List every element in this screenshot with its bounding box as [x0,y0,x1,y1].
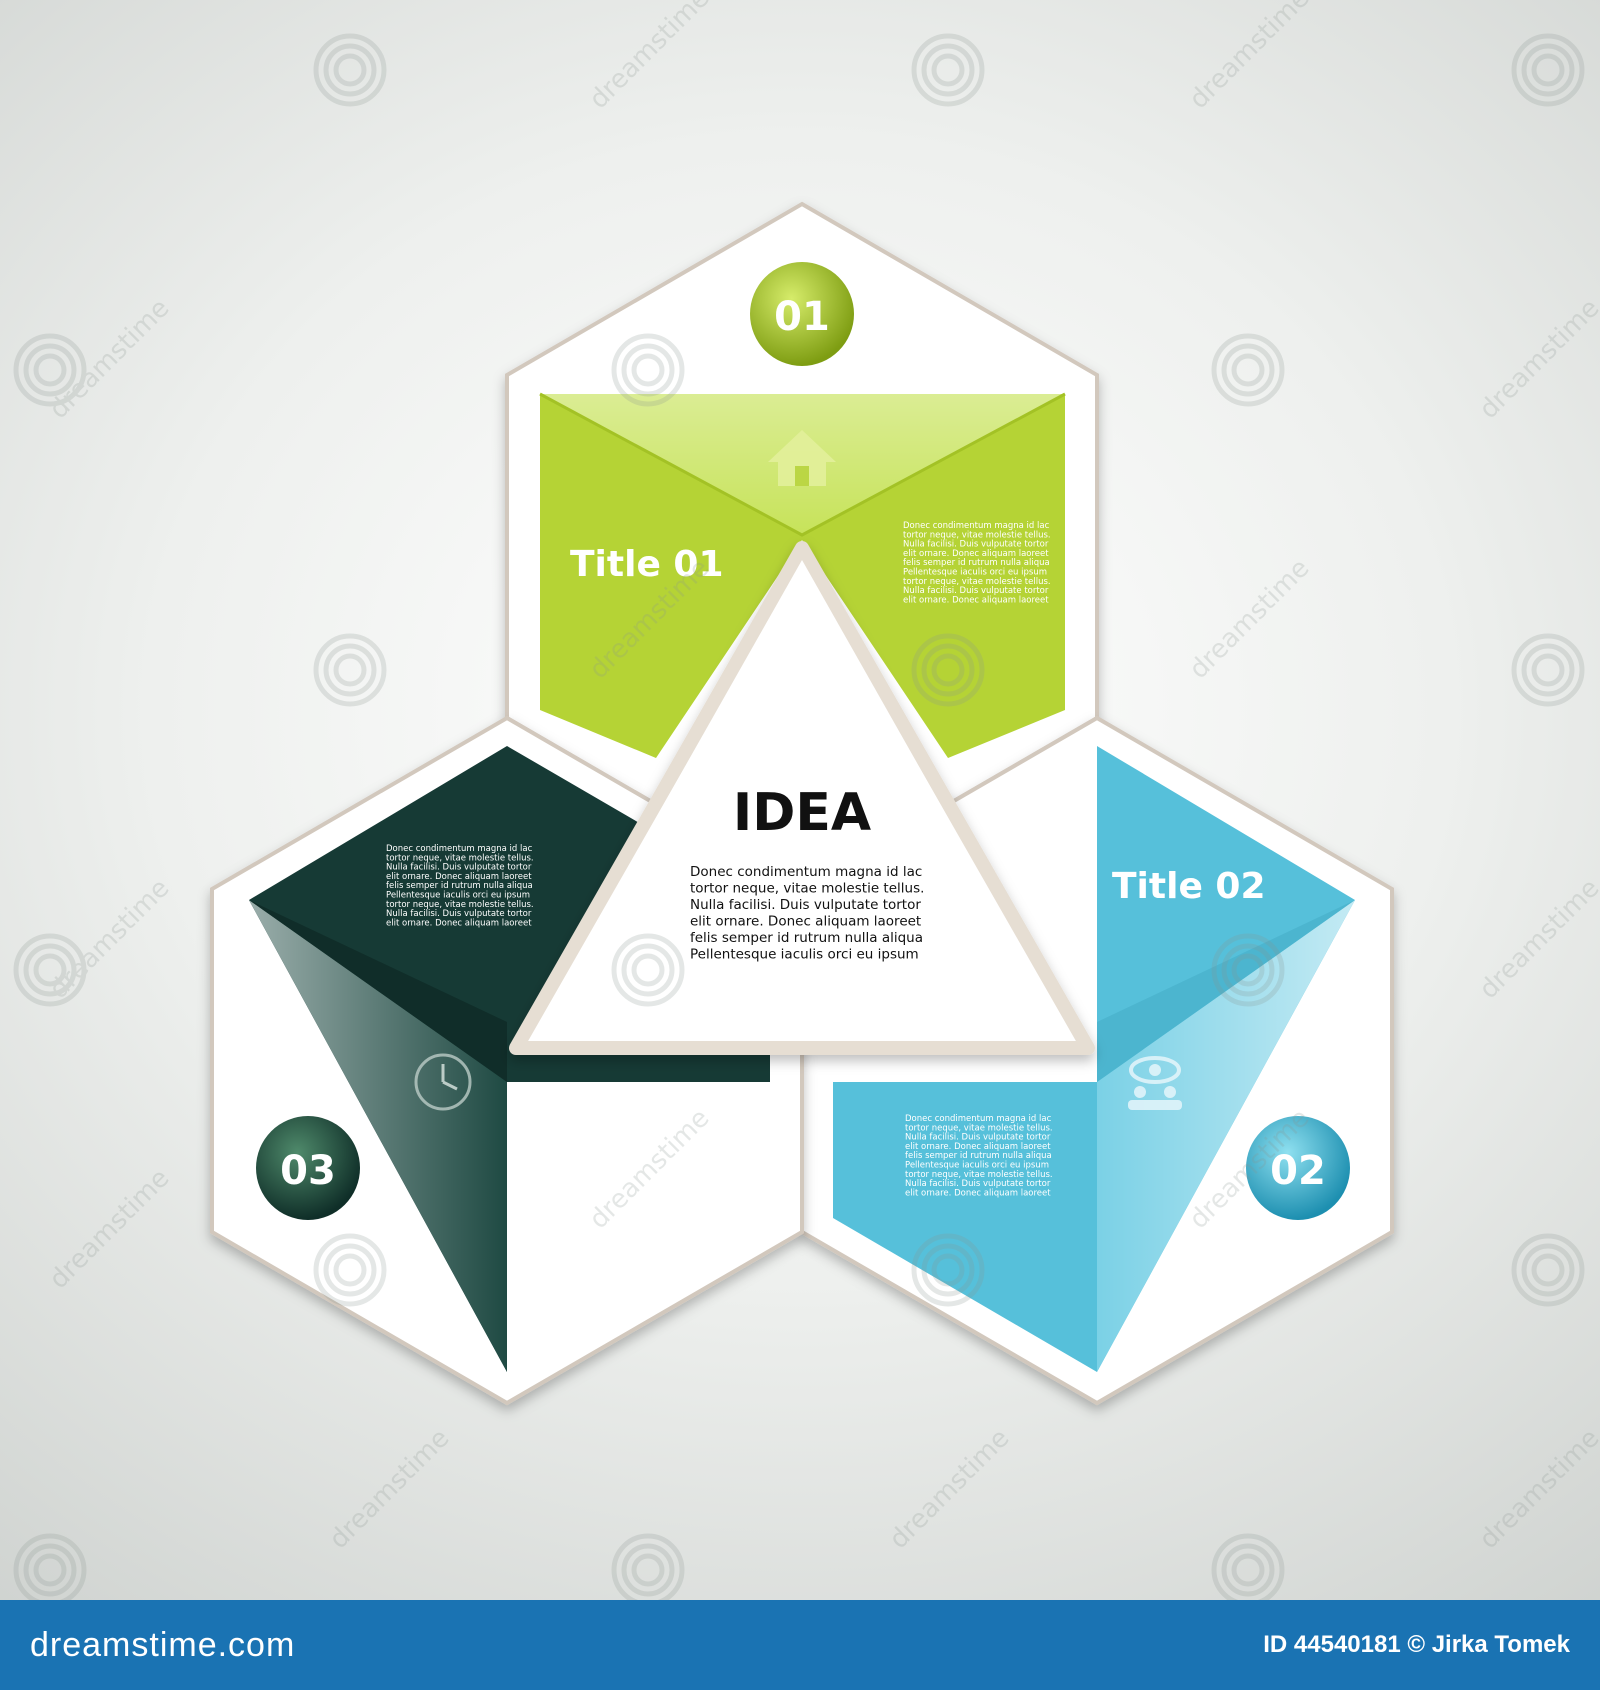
center-body-line: tortor neque, vitae molestie tellus. [690,881,924,897]
watermark-spiral-icon [1511,1233,1585,1307]
step-02-body-line: felis semper id rutrum nulla aliqua [905,1151,1052,1161]
watermark-spiral-icon [1511,33,1585,107]
step-01-body-line: tortor neque, vitae molestie tellus. [903,530,1051,540]
watermark-spiral-icon [911,633,985,707]
step-03-body-line: felis semper id rutrum nulla aliqua [386,881,533,891]
center-title: IDEA [733,783,871,843]
step-01-body-line: Nulla facilisi. Duis vulputate tortor [903,586,1049,596]
center-body-line: felis semper id rutrum nulla aliqua [690,930,923,946]
footer-bar: dreamstime.com ID 44540181 © Jirka Tomek [0,1600,1600,1690]
step-03-body-line: tortor neque, vitae molestie tellus. [386,853,534,863]
step-03-body-line: Nulla facilisi. Duis vulputate tortor [386,909,532,919]
step-01-body-line: Donec condimentum magna id lac [903,521,1050,531]
step-03-title: Title 03 [578,1138,732,1179]
step-02-body-line: Nulla facilisi. Duis vulputate tortor [905,1179,1051,1189]
watermark-text: dreamstime [584,0,716,115]
step-03-body-line: elit ornare. Donec aliquam laoreet [386,872,532,882]
people-eye-icon [1128,1056,1182,1110]
watermark-text: dreamstime [1474,293,1600,425]
step-03-body-line: Donec condimentum magna id lac [386,844,533,854]
step-01-body-line: Pellentesque iaculis orci eu ipsum [903,568,1047,578]
watermark-text: dreamstime [44,293,176,425]
step-02-panel [833,746,1355,1372]
step-01-number: 01 [774,294,830,340]
step-03-body-line: Nulla facilisi. Duis vulputate tortor [386,863,532,873]
watermark-spiral-icon [911,1233,985,1307]
step-03-number: 03 [280,1148,336,1194]
step-01-body-line: Nulla facilisi. Duis vulputate tortor [903,540,1049,550]
watermark-text: dreamstime [324,1423,456,1555]
watermark-text: dreamstime [1184,553,1316,685]
step-01-number-badge [750,262,854,366]
watermark-text: dreamstime [1184,0,1316,115]
step-02-body-line: Nulla facilisi. Duis vulputate tortor [905,1133,1051,1143]
watermark-spiral-icon [611,933,685,1007]
step-03-body-line: elit ornare. Donec aliquam laoreet [386,918,532,928]
watermark-spiral-icon [1211,333,1285,407]
watermark-spiral-icon [611,1533,685,1600]
step-01-title: Title 01 [570,544,724,585]
step-01-body-line: felis semper id rutrum nulla aliqua [903,558,1050,568]
watermark-text: dreamstime [44,1163,176,1295]
step-02-body-line: tortor neque, vitae molestie tellus. [905,1123,1053,1133]
step-02-body-line: elit ornare. Donec aliquam laoreet [905,1142,1051,1152]
watermark-spiral-icon [1511,633,1585,707]
watermark-text: dreamstime [1474,1423,1600,1555]
step-02-number: 02 [1270,1148,1326,1194]
cycle-diagram: 01 Title 01 Donec condimentum magna id l… [13,0,1600,1600]
watermark-text: dreamstime [1474,873,1600,1005]
center-body-line: Donec condimentum magna id lac [690,864,922,880]
watermark-text: dreamstime [884,1423,1016,1555]
center-body-line: Nulla facilisi. Duis vulputate tortor [690,897,921,913]
step-02-body-line: tortor neque, vitae molestie tellus. [905,1170,1053,1180]
step-02-title: Title 02 [1112,866,1266,907]
step-01-panel [540,394,1065,758]
step-03-body-line: tortor neque, vitae molestie tellus. [386,900,534,910]
watermark-spiral-icon [13,933,87,1007]
step-02-body-line: elit ornare. Donec aliquam laoreet [905,1188,1051,1198]
step-02-body-line: Donec condimentum magna id lac [905,1114,1052,1124]
watermark-spiral-icon [1211,1533,1285,1600]
watermark-spiral-icon [313,33,387,107]
center-body-line: Pellentesque iaculis orci eu ipsum [690,947,919,963]
watermark-spiral-icon [611,333,685,407]
step-01-body-line: elit ornare. Donec aliquam laoreet [903,595,1049,605]
footer-credit: ID 44540181 © Jirka Tomek [1263,1631,1570,1658]
watermark-spiral-icon [13,333,87,407]
step-02-number-badge [1246,1116,1350,1220]
watermark-spiral-icon [313,1233,387,1307]
watermark-spiral-icon [313,633,387,707]
watermark-spiral-icon [1211,933,1285,1007]
step-03-number-badge [256,1116,360,1220]
clock-icon [414,1053,472,1111]
footer-logo: dreamstime.com [30,1625,296,1664]
watermark-spiral-icon [911,33,985,107]
step-03-body-line: Pellentesque iaculis orci eu ipsum [386,891,530,901]
step-01-body-line: elit ornare. Donec aliquam laoreet [903,549,1049,559]
step-01-body-line: tortor neque, vitae molestie tellus. [903,577,1051,587]
center-body-line: elit ornare. Donec aliquam laoreet [690,914,921,930]
watermark-spiral-icon [13,1533,87,1600]
step-02-body-line: Pellentesque iaculis orci eu ipsum [905,1161,1049,1171]
house-icon [768,430,836,486]
